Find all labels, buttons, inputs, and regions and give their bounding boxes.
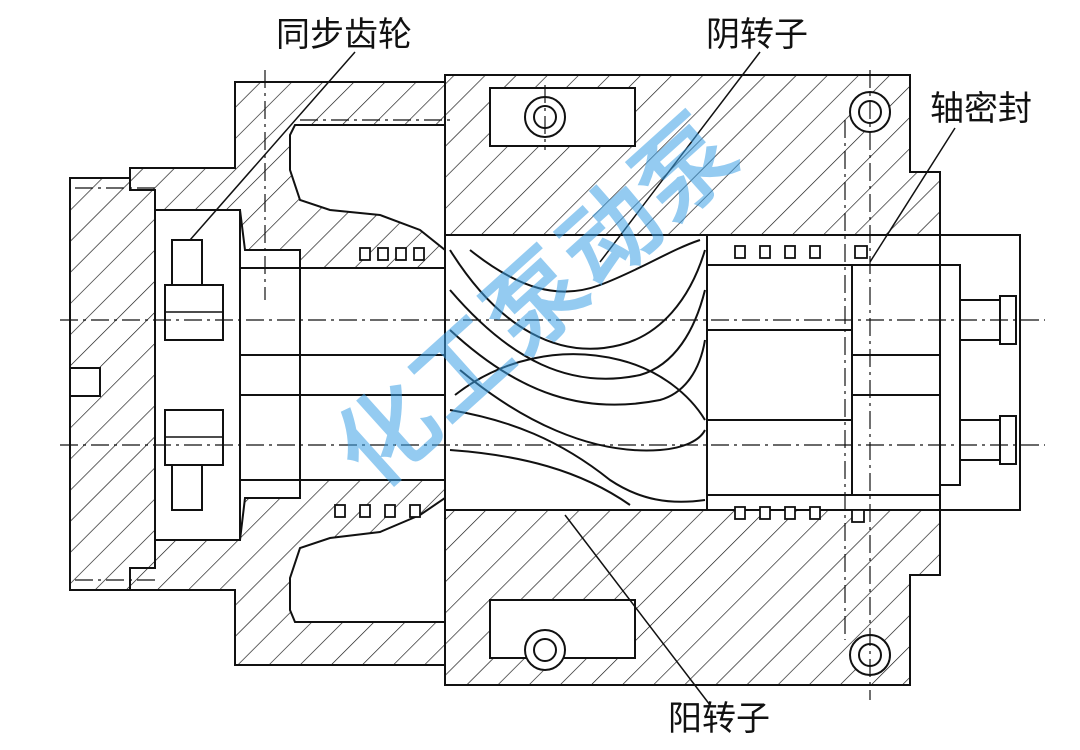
left-seal-teeth (334, 247, 425, 518)
label-shaft-seal: 轴密封 (930, 89, 1032, 129)
main-housing (444, 74, 941, 686)
leader-lines (189, 51, 956, 706)
label-male-rotor: 阳转子 (668, 699, 770, 739)
sync-gears (154, 209, 241, 541)
left-end-cover (69, 177, 156, 591)
center-lines (60, 70, 1045, 700)
right-seal-teeth (734, 245, 868, 523)
label-female-rotor: 阴转子 (706, 15, 808, 55)
label-sync-gear: 同步齿轮 (276, 15, 412, 55)
right-end (939, 234, 1021, 511)
right-shaft-block (706, 264, 941, 496)
rotor-assembly (444, 234, 708, 511)
